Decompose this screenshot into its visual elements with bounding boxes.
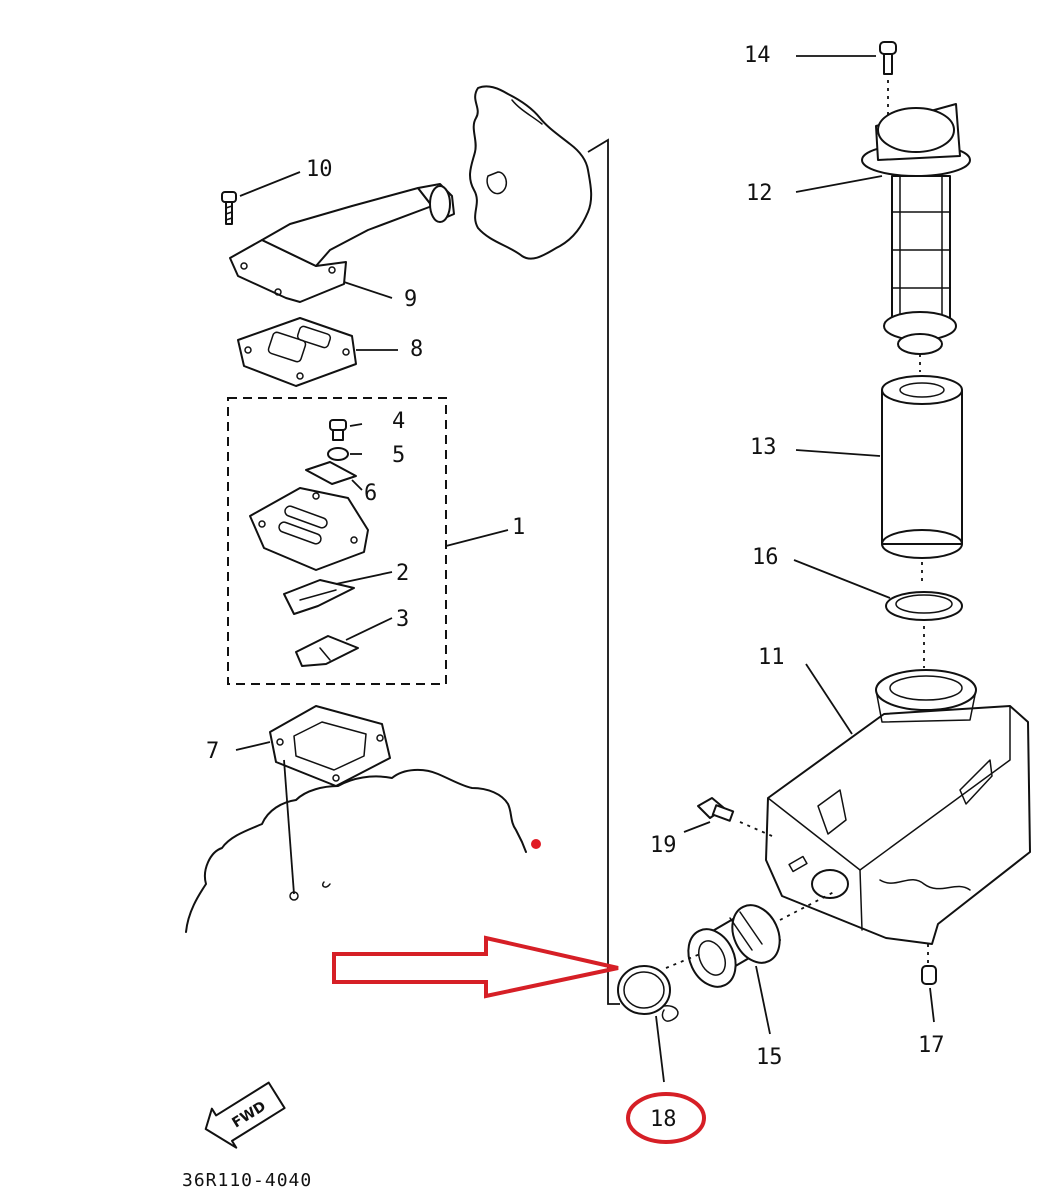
label-part-12: 12 <box>746 181 773 206</box>
part-11-oil-tank <box>765 663 1031 964</box>
part-3-reed-stopper <box>295 617 393 667</box>
label-part-9: 9 <box>404 287 417 312</box>
label-part-4: 4 <box>392 409 405 434</box>
part-9-intake-elbow <box>229 183 455 303</box>
drawing-code: 36R110-4040 <box>182 1170 312 1191</box>
part-18-circlip <box>617 965 679 1083</box>
reed-valve-assembly-box <box>227 397 447 685</box>
highlight-circle <box>626 1092 706 1144</box>
part-15-fitting <box>665 891 835 1035</box>
label-part-17: 17 <box>918 1033 945 1058</box>
part-8-gasket <box>237 317 398 387</box>
label-part-5: 5 <box>392 443 405 468</box>
label-part-18: 18 <box>650 1107 677 1132</box>
part-16-o-ring <box>793 559 963 668</box>
label-part-8: 8 <box>410 337 423 362</box>
crankcase-outline <box>185 768 527 933</box>
part-13-filter-element <box>795 375 963 584</box>
label-part-11: 11 <box>758 645 785 670</box>
label-part-3: 3 <box>396 607 409 632</box>
part-1-reed-valve-body <box>249 487 509 571</box>
part-19-drain-bolt <box>683 797 773 837</box>
red-marker-dot <box>531 839 541 849</box>
engine-cover-outline <box>469 85 593 260</box>
label-part-19: 19 <box>650 833 677 858</box>
part-4-screw <box>329 419 363 441</box>
label-part-15: 15 <box>756 1045 783 1070</box>
forward-direction-badge: FWD <box>204 1081 286 1149</box>
part-17-plug <box>921 965 937 1023</box>
label-part-13: 13 <box>750 435 777 460</box>
assembly-reference-line <box>587 138 620 1005</box>
label-part-7: 7 <box>206 739 219 764</box>
part-12-strainer-cage <box>795 103 971 372</box>
label-part-10: 10 <box>306 157 333 182</box>
label-part-16: 16 <box>752 545 779 570</box>
label-part-2: 2 <box>396 561 409 586</box>
part-2-reed-petal <box>283 571 393 615</box>
label-part-14: 14 <box>744 43 771 68</box>
part-10-bolt <box>221 171 301 225</box>
part-6-stopper-plate <box>305 461 363 491</box>
part-7-gasket <box>235 705 391 895</box>
highlight-arrow <box>332 935 619 999</box>
label-part-6: 6 <box>364 481 377 506</box>
part-5-washer <box>327 447 362 461</box>
label-part-1: 1 <box>512 515 525 540</box>
